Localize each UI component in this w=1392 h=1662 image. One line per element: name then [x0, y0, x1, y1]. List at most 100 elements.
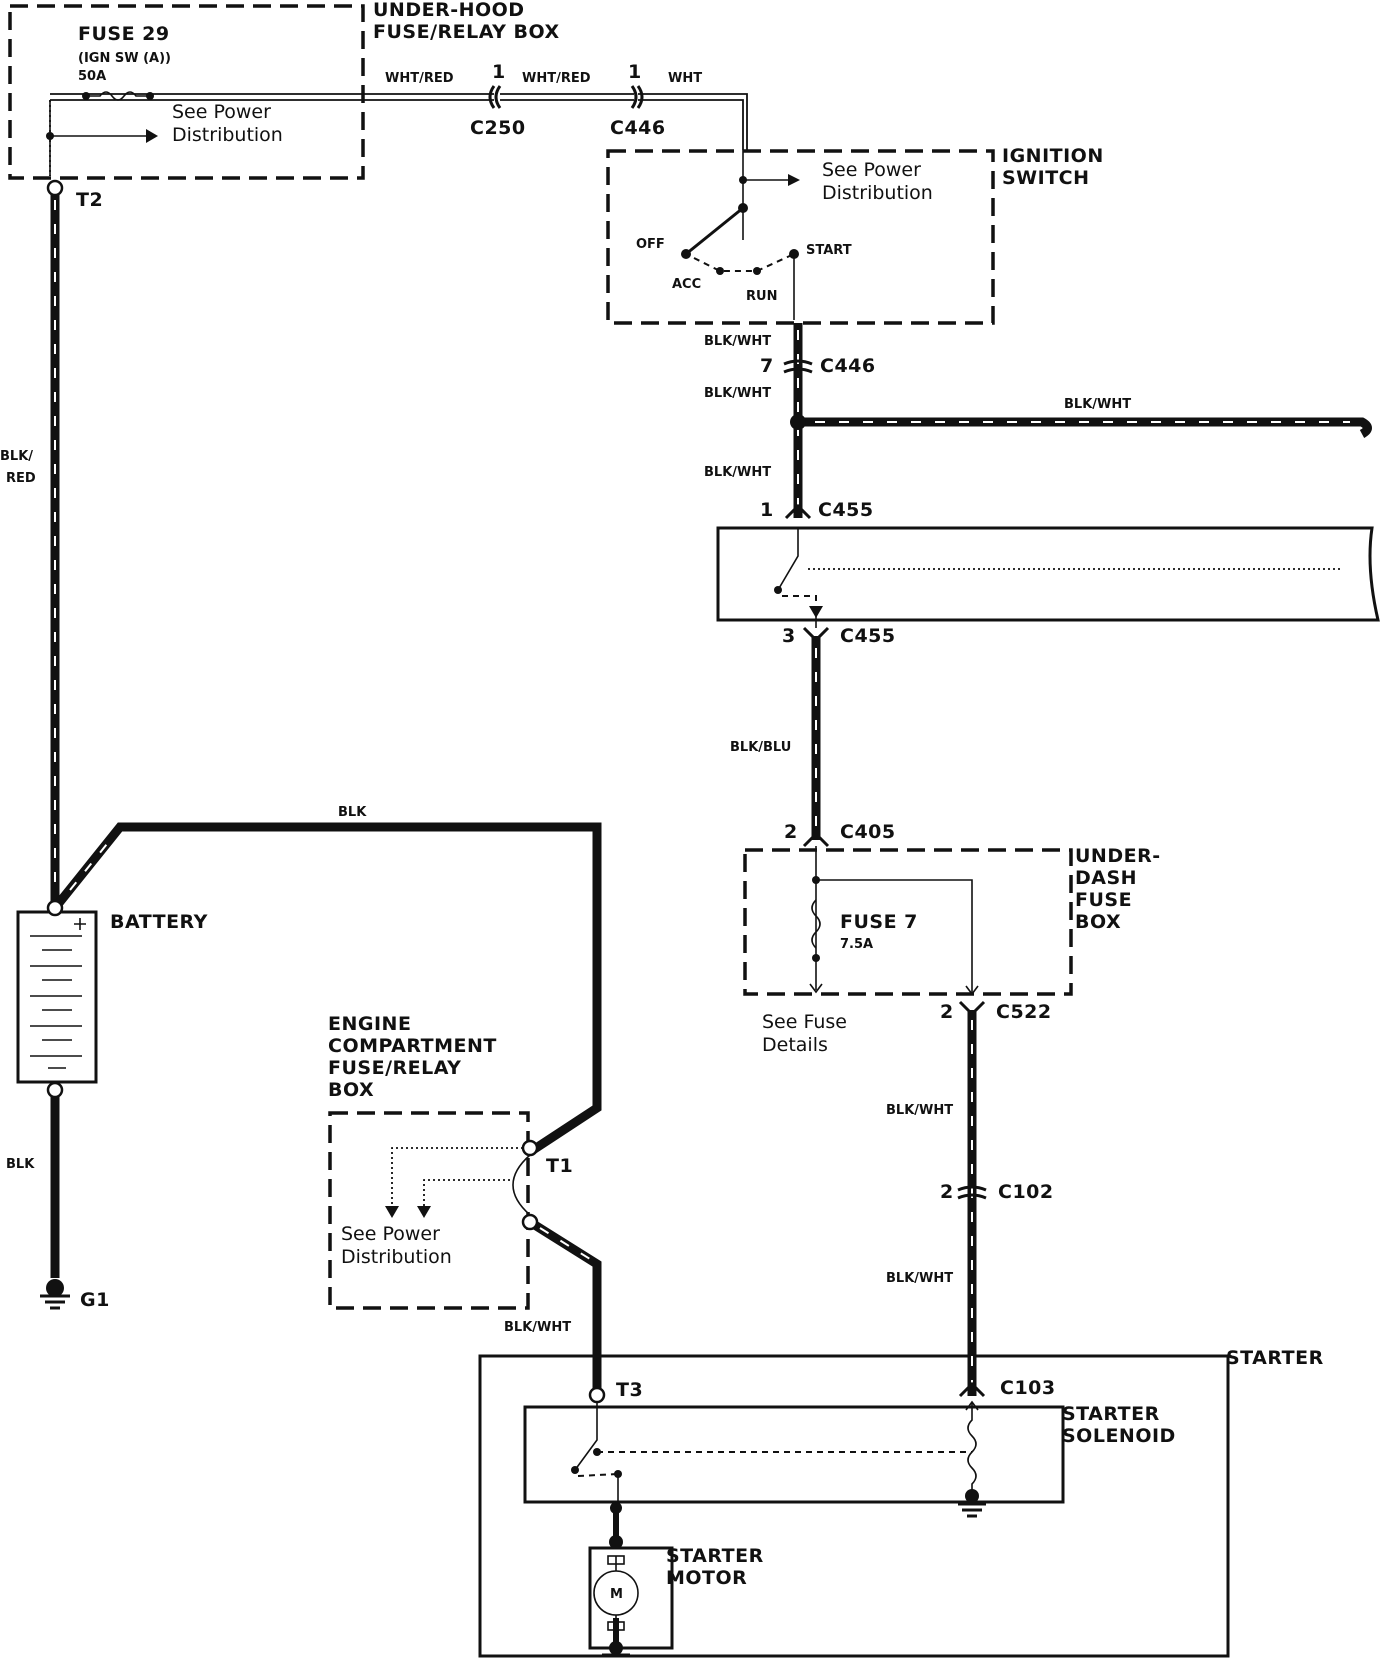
blk-wht-branch-wire: [798, 417, 1372, 438]
blk-blu-label: BLK/BLU: [730, 740, 791, 755]
c446-pin: 7: [760, 355, 774, 377]
engine-box-label-2: COMPARTMENT: [328, 1035, 497, 1057]
ground-g1-icon: [40, 1294, 70, 1310]
underdash-box-label-4: BOX: [1075, 911, 1121, 933]
engine-power-dist-note-1: See Power: [341, 1223, 440, 1245]
fuse-29-label: FUSE 29: [78, 23, 170, 45]
starter-solenoid-label-1: STARTER: [1062, 1403, 1160, 1425]
c250-connector: [488, 85, 502, 109]
ignition-switch-box: [606, 149, 995, 325]
ignition-switch-label-1: IGNITION: [1002, 145, 1104, 167]
fuse-7-label: FUSE 7: [840, 911, 918, 933]
fuse-29-rating: 50A: [78, 69, 106, 84]
wht-red-label-2: WHT/RED: [522, 71, 591, 86]
wht-label: WHT: [668, 71, 702, 86]
starter-motor-label-2: MOTOR: [666, 1567, 747, 1589]
c103-connector: [958, 1381, 986, 1398]
c446-connector: [783, 359, 813, 374]
terminal-t3-label: T3: [616, 1379, 643, 1401]
wht-wire: [638, 93, 748, 150]
wht-red-wire-top: [50, 93, 494, 101]
c455-out-connector: [802, 626, 830, 643]
blk-red-label-1: BLK/: [0, 449, 33, 464]
blk-wht-t3-wire: [527, 1218, 602, 1393]
c446-top-connector: [630, 85, 644, 109]
wht-red-label-1: WHT/RED: [385, 71, 454, 86]
ign-power-dist-note-1: See Power: [822, 159, 921, 181]
power-dist-note-2: Distribution: [172, 124, 283, 146]
starter-assembly-box: [478, 1354, 1230, 1658]
blk-battery-cable: [51, 822, 602, 1154]
c446-top-pin: 1: [628, 61, 642, 83]
fuse-details-note-2: Details: [762, 1034, 828, 1056]
ign-acc-label: ACC: [672, 277, 701, 292]
engine-box-label-3: FUSE/RELAY: [328, 1057, 461, 1079]
battery-label: BATTERY: [110, 911, 208, 933]
c522-label: C522: [996, 1001, 1052, 1023]
wht-red-wire-mid: [500, 93, 634, 101]
fuse-29-symbol: [86, 91, 150, 101]
terminal-t2: [46, 179, 64, 197]
underdash-fuse-box: [743, 848, 1073, 996]
blk-wht-label-5: BLK/WHT: [886, 1271, 953, 1286]
solenoid-coil: [967, 1402, 977, 1494]
ign-off-label: OFF: [636, 237, 665, 252]
c455-out-pin: 3: [782, 625, 796, 647]
c455-in-label: C455: [818, 499, 874, 521]
c446-label: C446: [820, 355, 876, 377]
c405-connector: [802, 831, 830, 848]
starter-label: STARTER: [1226, 1347, 1324, 1369]
engine-compartment-fuse-relay-box: [328, 1111, 530, 1310]
ign-start-label: START: [806, 243, 852, 258]
power-dist-note-1: See Power: [172, 101, 271, 123]
blk-wht-branch-label: BLK/WHT: [1064, 397, 1131, 412]
underdash-box-label-2: DASH: [1075, 867, 1137, 889]
starter-motor-label-1: STARTER: [666, 1545, 764, 1567]
c250-label: C250: [470, 117, 526, 139]
c250-pin: 1: [492, 61, 506, 83]
engine-power-dist-note-2: Distribution: [341, 1246, 452, 1268]
underdash-box-label-3: FUSE: [1075, 889, 1132, 911]
c455-in-connector: [784, 503, 812, 520]
ignition-contact-arm: [685, 206, 744, 256]
terminal-t1-label: T1: [546, 1155, 573, 1177]
blk-wht-label-1: BLK/WHT: [704, 334, 771, 349]
underhood-fuse-relay-box: [8, 4, 365, 180]
module-panel: [716, 526, 1380, 622]
fuse-7-rating: 7.5A: [840, 937, 873, 952]
c455-in-pin: 1: [760, 499, 774, 521]
ign-run-label: RUN: [746, 289, 777, 304]
c102-pin: 2: [940, 1181, 954, 1203]
blk-wht-label-2: BLK/WHT: [704, 386, 771, 401]
starter-motor-box: [588, 1546, 674, 1650]
ignition-switch-label-2: SWITCH: [1002, 167, 1090, 189]
c102-connector: [957, 1185, 987, 1200]
ign-power-dist-note-2: Distribution: [822, 182, 933, 204]
blk-ground-label: BLK: [6, 1157, 35, 1172]
engine-box-label-4: BOX: [328, 1079, 374, 1101]
terminal-t2-label: T2: [76, 189, 103, 211]
fuse-details-note-1: See Fuse: [762, 1011, 847, 1033]
blk-top-label: BLK: [338, 805, 367, 820]
terminal-t1: [521, 1139, 539, 1157]
motor-symbol-label: M: [610, 1587, 623, 1602]
battery-negative-terminal: [46, 1081, 64, 1099]
underhood-box-label-2: FUSE/RELAY BOX: [373, 21, 560, 43]
ground-g1-label: G1: [80, 1289, 110, 1311]
c102-label: C102: [998, 1181, 1054, 1203]
c103-label: C103: [1000, 1377, 1056, 1399]
underhood-box-label-1: UNDER-HOOD: [373, 0, 525, 21]
underdash-box-label-1: UNDER-: [1075, 845, 1161, 867]
starter-solenoid-label-2: SOLENOID: [1062, 1425, 1176, 1447]
fuse-7-symbol: [811, 899, 821, 949]
blk-wht-t3-label: BLK/WHT: [504, 1320, 571, 1335]
blk-wht-label-4: BLK/WHT: [886, 1103, 953, 1118]
c522-connector: [958, 1000, 986, 1017]
blk-red-label-2: RED: [6, 471, 36, 486]
battery-positive-terminal: [46, 899, 64, 917]
c455-out-label: C455: [840, 625, 896, 647]
fuse-29-circuit: (IGN SW (A)): [78, 51, 171, 66]
engine-box-label-1: ENGINE: [328, 1013, 411, 1035]
c405-label: C405: [840, 821, 896, 843]
